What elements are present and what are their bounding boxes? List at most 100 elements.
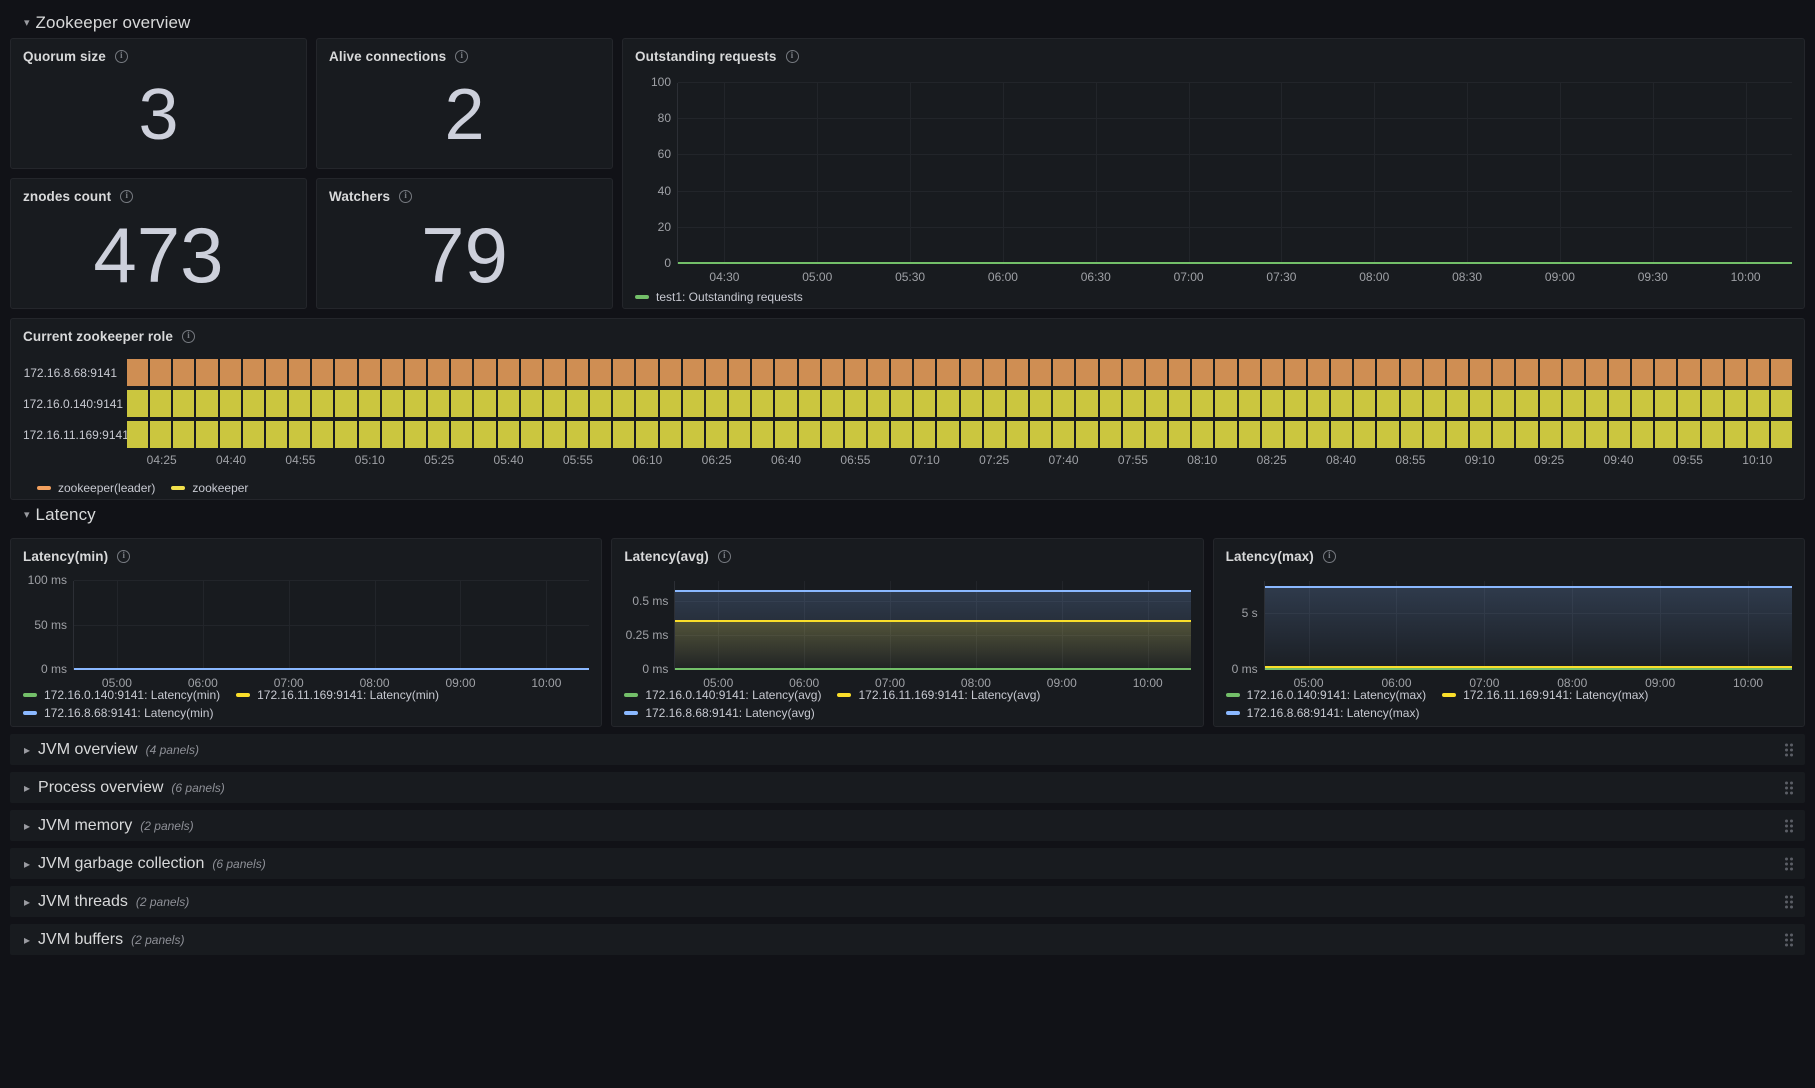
timeline-cell[interactable] (1261, 390, 1283, 417)
timeline-cell[interactable] (868, 359, 890, 386)
timeline-cell[interactable] (1331, 421, 1353, 448)
timeline-cell[interactable] (1655, 359, 1677, 386)
timeline-cell[interactable] (219, 421, 241, 448)
timeline-cell[interactable] (705, 359, 728, 386)
timeline-cell[interactable] (1261, 421, 1283, 448)
timeline-cell[interactable] (798, 359, 820, 386)
timeline-cell[interactable] (451, 421, 473, 448)
timeline-cell[interactable] (1585, 359, 1607, 386)
timeline-cell[interactable] (705, 390, 728, 417)
timeline-cell[interactable] (265, 359, 288, 386)
timeline-cell[interactable] (358, 421, 380, 448)
timeline-cell[interactable] (1632, 359, 1654, 386)
timeline-cell[interactable] (150, 390, 172, 417)
timeline-cell[interactable] (1053, 390, 1075, 417)
timeline-cell[interactable] (1169, 421, 1191, 448)
timeline-cell[interactable] (428, 421, 450, 448)
panel-znodes-count[interactable]: znodes count i 473 (10, 178, 307, 309)
timeline-cell[interactable] (1493, 421, 1515, 448)
drag-handle-icon[interactable] (1785, 857, 1793, 870)
timeline-cell[interactable] (1099, 421, 1121, 448)
timeline-cell[interactable] (196, 359, 218, 386)
timeline-track[interactable] (127, 421, 1793, 448)
timeline-track[interactable] (127, 390, 1793, 417)
timeline-cell[interactable] (566, 390, 589, 417)
timeline-cell[interactable] (891, 359, 913, 386)
timeline-cell[interactable] (404, 359, 427, 386)
timeline-cell[interactable] (1122, 421, 1144, 448)
timeline-cell[interactable] (1192, 359, 1214, 386)
timeline-cell[interactable] (1145, 390, 1168, 417)
info-icon[interactable]: i (785, 50, 799, 63)
timeline-cell[interactable] (566, 359, 589, 386)
timeline-cell[interactable] (381, 359, 403, 386)
timeline-cell[interactable] (381, 390, 403, 417)
timeline-cell[interactable] (520, 421, 542, 448)
timeline-cell[interactable] (1771, 390, 1793, 417)
info-icon[interactable]: i (455, 50, 469, 63)
timeline-cell[interactable] (242, 390, 264, 417)
timeline-cell[interactable] (1655, 421, 1677, 448)
timeline-cell[interactable] (613, 421, 635, 448)
timeline-cell[interactable] (1516, 359, 1538, 386)
timeline-cell[interactable] (1655, 390, 1677, 417)
timeline-cell[interactable] (682, 390, 704, 417)
timeline-cell[interactable] (1446, 421, 1469, 448)
timeline-cell[interactable] (1377, 421, 1399, 448)
timeline-cell[interactable] (659, 390, 681, 417)
legend-item[interactable]: 172.16.11.169:9141: Latency(max) (1442, 688, 1648, 702)
timeline-cell[interactable] (196, 390, 218, 417)
timeline-cell[interactable] (960, 390, 982, 417)
timeline-cell[interactable] (682, 421, 704, 448)
timeline-cell[interactable] (404, 421, 427, 448)
timeline-cell[interactable] (1006, 359, 1029, 386)
timeline-cell[interactable] (543, 421, 565, 448)
timeline-cell[interactable] (891, 421, 913, 448)
timeline-cell[interactable] (960, 421, 982, 448)
timeline-cell[interactable] (1331, 359, 1353, 386)
timeline-cell[interactable] (497, 359, 519, 386)
timeline-cell[interactable] (1099, 359, 1121, 386)
timeline-cell[interactable] (335, 390, 357, 417)
timeline-cell[interactable] (1238, 359, 1260, 386)
timeline-cell[interactable] (520, 390, 542, 417)
timeline-cell[interactable] (1470, 421, 1492, 448)
timeline-cell[interactable] (1724, 359, 1746, 386)
row-header-jvm-buffers[interactable]: ▸ JVM buffers (2 panels) (10, 924, 1805, 955)
timeline-cell[interactable] (1354, 390, 1376, 417)
timeline-cell[interactable] (1562, 421, 1584, 448)
timeline-cell[interactable] (613, 390, 635, 417)
timeline-cell[interactable] (590, 421, 612, 448)
timeline-cell[interactable] (1053, 421, 1075, 448)
timeline-cell[interactable] (1609, 390, 1631, 417)
info-icon[interactable]: i (399, 190, 413, 203)
timeline-cell[interactable] (1516, 421, 1538, 448)
timeline-cell[interactable] (127, 421, 149, 448)
timeline-cell[interactable] (289, 421, 311, 448)
row-header-latency[interactable]: ▾ Latency (10, 500, 1805, 530)
timeline-cell[interactable] (1238, 390, 1260, 417)
timeline-cell[interactable] (381, 421, 403, 448)
timeline-cell[interactable] (1331, 390, 1353, 417)
timeline-cell[interactable] (1145, 421, 1168, 448)
timeline-cell[interactable] (659, 359, 681, 386)
timeline-cell[interactable] (752, 421, 774, 448)
drag-handle-icon[interactable] (1785, 819, 1793, 832)
timeline-cell[interactable] (1701, 390, 1723, 417)
info-icon[interactable]: i (1322, 550, 1336, 563)
timeline-cell[interactable] (1076, 390, 1098, 417)
timeline-cell[interactable] (983, 390, 1005, 417)
timeline-cell[interactable] (659, 421, 681, 448)
info-icon[interactable]: i (182, 330, 195, 343)
timeline-cell[interactable] (1423, 359, 1445, 386)
timeline-cell[interactable] (1539, 359, 1561, 386)
timeline-cell[interactable] (1169, 390, 1191, 417)
timeline-cell[interactable] (1076, 421, 1098, 448)
row-header-jvm-memory[interactable]: ▸ JVM memory (2 panels) (10, 810, 1805, 841)
